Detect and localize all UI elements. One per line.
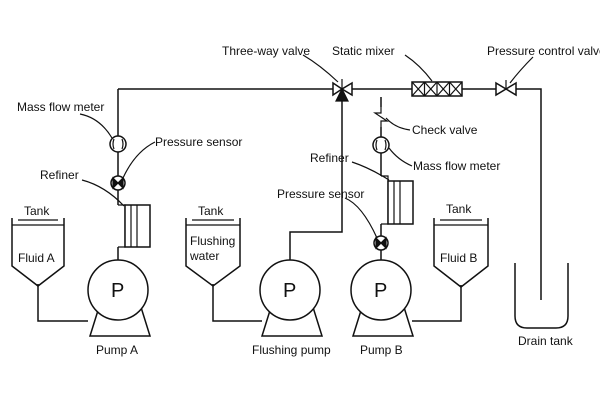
flushing-pump-symbol: P bbox=[283, 280, 296, 302]
pipe-tank-b-to-pump bbox=[412, 285, 462, 322]
leader-static-mixer bbox=[404, 54, 433, 82]
static-mixer bbox=[411, 81, 463, 97]
refiner-a bbox=[118, 204, 151, 248]
label-flushing-water-line2: water bbox=[189, 249, 219, 263]
flushing-pump bbox=[259, 259, 324, 337]
check-valve bbox=[373, 107, 389, 127]
pump-a-symbol: P bbox=[111, 280, 124, 302]
label-mass-flow-meter-a: Mass flow meter bbox=[17, 100, 104, 114]
leader-lines bbox=[79, 54, 534, 239]
pipe-tank-flush-to-pump bbox=[212, 284, 262, 322]
mass-flow-meter-a bbox=[109, 135, 127, 153]
label-refiner-a: Refiner bbox=[40, 168, 79, 182]
pressure-control-valve bbox=[495, 80, 517, 97]
leader-check-valve bbox=[385, 117, 411, 131]
label-flushing-pump: Flushing pump bbox=[252, 343, 331, 357]
leader-pressure-sensor-b bbox=[344, 197, 378, 239]
label-mass-flow-meter-b: Mass flow meter bbox=[413, 159, 500, 173]
leader-refiner-b bbox=[351, 161, 390, 181]
leader-refiner-a bbox=[81, 179, 125, 207]
label-drain-tank: Drain tank bbox=[518, 334, 574, 348]
pressure-sensor-b bbox=[373, 235, 389, 251]
pump-a bbox=[87, 259, 152, 337]
leader-three-way-valve bbox=[302, 54, 339, 83]
refiner-b bbox=[381, 175, 414, 225]
leader-pressure-sensor-a bbox=[122, 141, 156, 179]
mass-flow-meter-b bbox=[372, 136, 390, 154]
leader-pressure-control-valve bbox=[509, 56, 534, 84]
label-tank-a: Tank bbox=[24, 204, 50, 218]
leader-mass-flow-meter-a bbox=[79, 113, 113, 139]
leader-mass-flow-meter-b bbox=[388, 147, 413, 167]
label-pressure-sensor-a: Pressure sensor bbox=[155, 135, 242, 149]
label-flushing-water-line1: Flushing bbox=[190, 234, 235, 248]
label-tank-flush: Tank bbox=[198, 204, 224, 218]
tank-b-shape bbox=[433, 218, 489, 288]
label-pump-a: Pump A bbox=[96, 343, 138, 357]
label-three-way-valve: Three-way valve bbox=[222, 44, 310, 58]
tank-a-shape bbox=[11, 218, 65, 287]
label-pump-b: Pump B bbox=[360, 343, 403, 357]
pump-b bbox=[350, 259, 415, 337]
label-refiner-b: Refiner bbox=[310, 151, 349, 165]
label-pressure-control-valve: Pressure control valve bbox=[487, 44, 600, 58]
pipe-flush-line bbox=[289, 101, 343, 262]
piping bbox=[37, 88, 542, 322]
three-way-valve bbox=[332, 79, 353, 102]
pipe-to-drain bbox=[516, 88, 542, 300]
pipe-tank-a-to-pump bbox=[37, 284, 88, 322]
pressure-sensor-a bbox=[110, 175, 126, 191]
drain-tank-shape bbox=[514, 263, 569, 329]
label-check-valve: Check valve bbox=[412, 123, 478, 137]
label-fluid-a: Fluid A bbox=[18, 251, 55, 265]
label-fluid-b: Fluid B bbox=[440, 251, 477, 265]
label-static-mixer: Static mixer bbox=[332, 44, 395, 58]
tank-flush-shape bbox=[185, 218, 241, 287]
pump-b-symbol: P bbox=[374, 280, 387, 302]
label-tank-b: Tank bbox=[446, 202, 472, 216]
label-pressure-sensor-b: Pressure sensor bbox=[277, 187, 364, 201]
